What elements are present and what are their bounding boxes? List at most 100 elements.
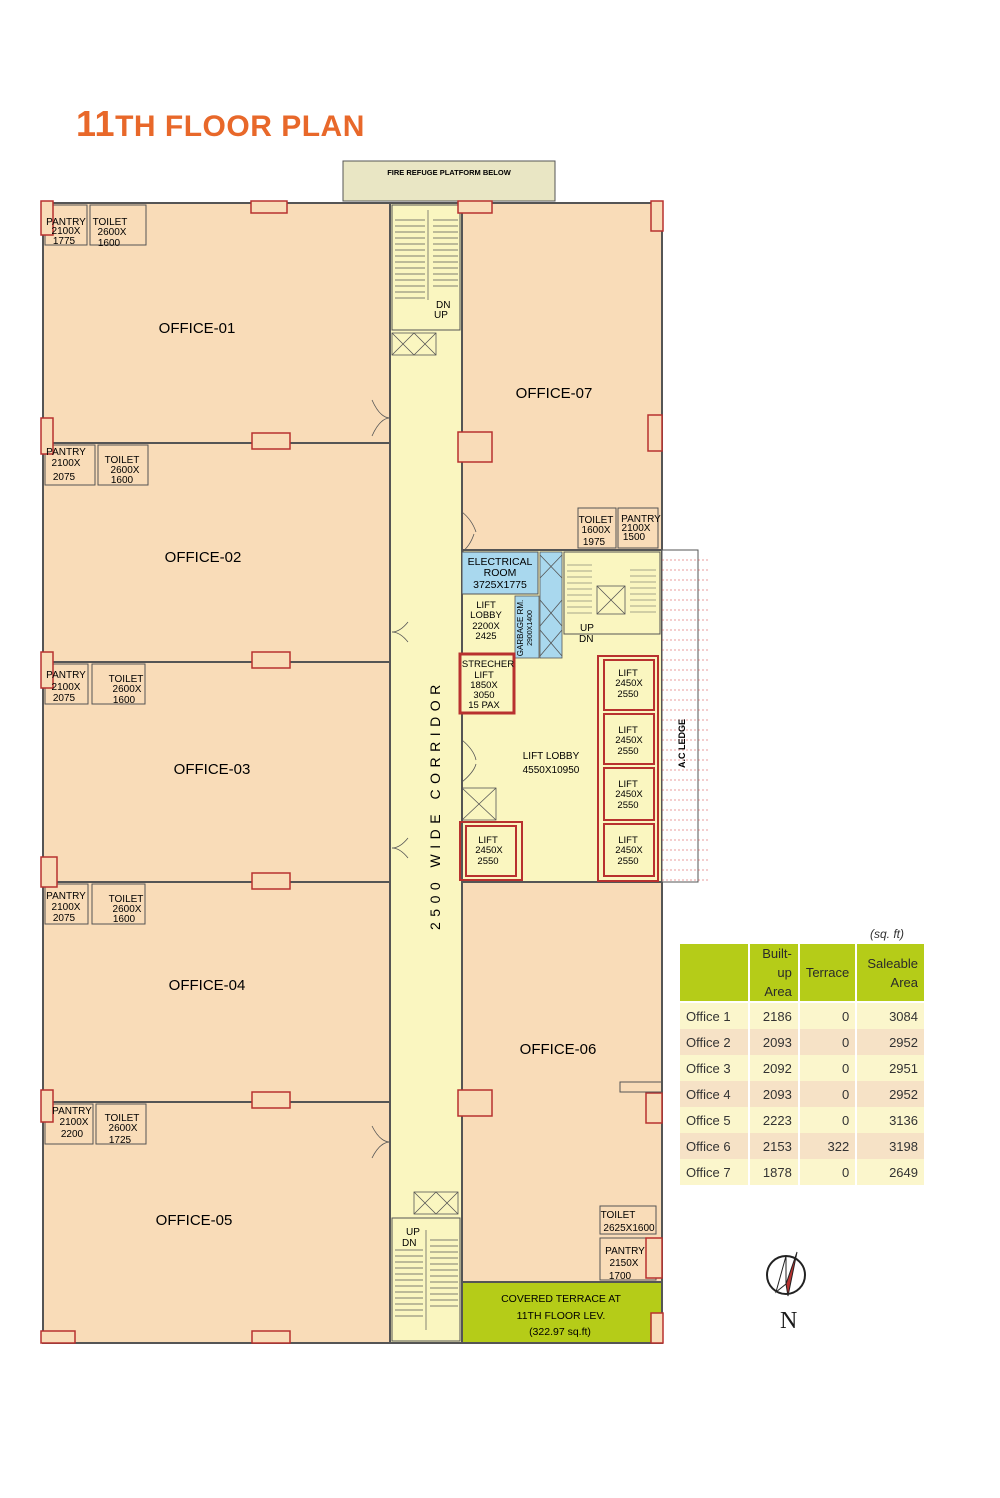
- ac-ledge: [661, 549, 699, 883]
- lift-size-w: 2450X: [615, 845, 643, 856]
- pantry-size-d: 1700: [609, 1271, 632, 1282]
- stretcher-2: LIFT: [474, 670, 494, 681]
- toilet-size-w: 2600X: [109, 1123, 138, 1134]
- pantry-label: PANTRY: [46, 217, 86, 228]
- office-06-label: OFFICE-06: [520, 1041, 597, 1058]
- lift-size-w: 2450X: [615, 735, 643, 746]
- office-01-label: OFFICE-01: [159, 320, 236, 337]
- units-note: (sq. ft): [870, 927, 905, 941]
- pantry-size-w: 2100X: [52, 226, 81, 237]
- fire-refuge-platform: [342, 160, 556, 202]
- core-stair: [563, 551, 661, 635]
- office-07-label: OFFICE-07: [516, 385, 593, 402]
- fire-refuge-label: FIRE REFUGE PLATFORM BELOW: [387, 168, 512, 177]
- office-03-label: OFFICE-03: [174, 761, 251, 778]
- office-04-label: OFFICE-04: [169, 977, 246, 994]
- stair-top-up: UP: [434, 310, 448, 321]
- corridor-label: 2500 WIDE CORRIDOR: [427, 679, 443, 930]
- pantry-size-w: 2150X: [610, 1258, 639, 1269]
- pantry-label: PANTRY: [46, 670, 86, 681]
- shaft-bottom: [413, 1191, 459, 1215]
- pantry-label: PANTRY: [52, 1106, 92, 1117]
- toilet-label: TOILET: [109, 894, 144, 905]
- lift-bank-right: [597, 655, 659, 882]
- pantry-size-w: 2100X: [52, 902, 81, 913]
- core-stair-up: UP: [580, 623, 594, 634]
- garbage-room: [514, 595, 540, 659]
- lift-car: [465, 825, 517, 877]
- pantry-size-w: 2100X: [52, 682, 81, 693]
- page-title: 11TH FLOOR PLAN: [76, 103, 365, 144]
- lift-label: LIFT: [618, 668, 638, 679]
- toilet-size-d: 1600: [113, 914, 136, 925]
- corridor: [389, 202, 463, 1344]
- electrical-line1: ELECTRICAL: [468, 556, 533, 568]
- header-terrace: Terrace: [799, 944, 856, 1003]
- lift-size-d: 2550: [617, 689, 638, 700]
- toilet-size-w: 2600X: [98, 227, 127, 238]
- toilet-size-w: 1600X: [582, 525, 611, 536]
- pantry-size-w: 2100X: [60, 1117, 89, 1128]
- columns: [40, 200, 664, 1344]
- electrical-line2: ROOM: [484, 567, 517, 579]
- lift-lobby-small-1: LIFT: [476, 600, 496, 611]
- lift-label: LIFT: [618, 835, 638, 846]
- pantry-size-w: 2100X: [622, 523, 651, 534]
- pantry-size-d: 2075: [53, 913, 76, 924]
- ac-ledge-label: A.C LEDGE: [677, 719, 687, 768]
- lift-label: LIFT: [618, 725, 638, 736]
- core-stair-dn: DN: [579, 634, 593, 645]
- garbage-line1: GARBAGE RM.: [516, 600, 525, 656]
- pantry-size-d: 1775: [53, 236, 76, 247]
- lift-car: [603, 713, 655, 765]
- lift-size-d: 2550: [617, 856, 638, 867]
- header-builtup: Built-up Area: [750, 944, 798, 1003]
- terrace-line2: 11TH FLOOR LEV.: [517, 1310, 606, 1322]
- toilet-size-d: 1600: [98, 238, 121, 249]
- header-blank: [680, 944, 748, 1003]
- electrical-room: [461, 551, 539, 595]
- stair-top-treads: [395, 210, 458, 300]
- toilet-size: 2625X1600: [603, 1223, 655, 1234]
- lift-car: [603, 823, 655, 877]
- lift-size-w: 2450X: [615, 789, 643, 800]
- stair-bottom-treads: [395, 1230, 458, 1330]
- stretcher-lift: [458, 652, 516, 715]
- lift-label: LIFT: [618, 779, 638, 790]
- toilet-size-w: 2600X: [111, 465, 140, 476]
- stretcher-4: 3050: [473, 690, 494, 701]
- covered-terrace: [461, 1281, 663, 1344]
- lift-lobby-main-2: 4550X10950: [523, 765, 580, 776]
- toilet-size-w: 2600X: [113, 684, 142, 695]
- pantry-size-d: 2075: [53, 693, 76, 704]
- toilet-size-w: 2600X: [113, 904, 142, 915]
- pantry-label: PANTRY: [605, 1246, 645, 1257]
- ac-ledge-hatch: [662, 559, 710, 881]
- stretcher-1: STRECHER: [462, 659, 514, 670]
- pantry-label: PANTRY: [621, 514, 661, 525]
- toilet-size-d: 1975: [583, 537, 606, 548]
- stair-bottom-dn: DN: [402, 1238, 416, 1249]
- toilet-label: TOILET: [93, 217, 128, 228]
- lift-car: [603, 767, 655, 821]
- lift-lobby-small-2: LOBBY: [470, 610, 502, 621]
- toilet-label: TOILET: [105, 455, 140, 466]
- office-02-label: OFFICE-02: [165, 549, 242, 566]
- toilet-label: TOILET: [105, 1113, 140, 1124]
- lift-size-w: 2450X: [475, 845, 503, 856]
- shaft-top: [391, 332, 437, 356]
- pantry-size-w: 2100X: [52, 458, 81, 469]
- office-07-room: [461, 202, 663, 551]
- pantry-size-d: 2200: [61, 1129, 84, 1140]
- stretcher-3: 1850X: [470, 680, 498, 691]
- garbage-line2: 2900X1400: [527, 610, 534, 646]
- pantry-size-d: 2075: [53, 472, 76, 483]
- toilet-label: TOILET: [109, 674, 144, 685]
- service-shafts: [539, 551, 563, 659]
